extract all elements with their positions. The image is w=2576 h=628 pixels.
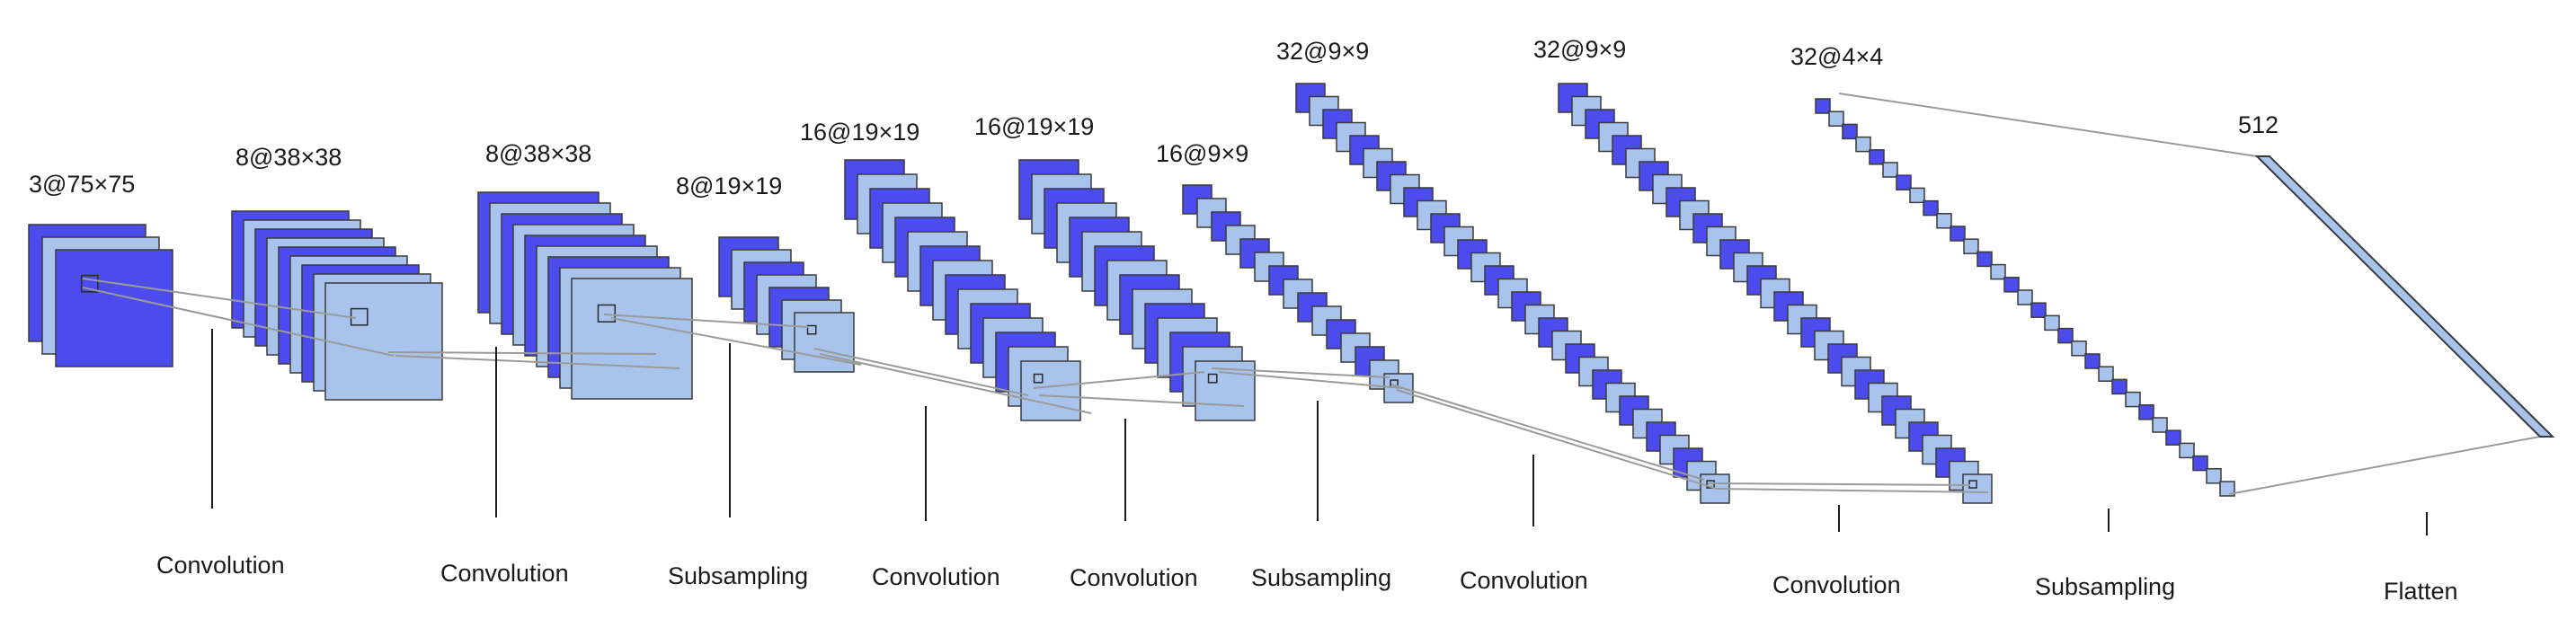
operation-label: Subsampling (1251, 564, 1391, 591)
feature-map (1923, 199, 1939, 217)
layer-dim-label: 8@19×19 (676, 172, 782, 199)
feature-map (2206, 468, 2222, 484)
connector-line (1838, 93, 2258, 157)
feature-map (1990, 263, 2006, 280)
layer-dim-label: 16@19×19 (974, 113, 1094, 140)
operation-label: Convolution (872, 563, 1000, 590)
connector-line (819, 353, 1092, 414)
operation-label: Convolution (440, 560, 569, 587)
feature-map (1976, 251, 1993, 268)
connector-line (610, 317, 862, 366)
feature-map (2125, 391, 2141, 408)
layer-dim-label: 8@38×38 (235, 144, 342, 171)
feature-map-front (324, 282, 443, 401)
feature-map (2071, 341, 2087, 357)
feature-map (1909, 187, 1925, 204)
feature-map (1815, 98, 1831, 114)
kernel-window (806, 324, 817, 335)
feature-map (2152, 417, 2168, 433)
feature-map (2057, 327, 2074, 344)
dense-layer (2254, 155, 2555, 438)
feature-map (2017, 289, 2033, 305)
operation-label: Convolution (1460, 567, 1588, 594)
feature-map-stack (844, 159, 1081, 421)
connector-line (603, 314, 810, 328)
feature-map-stack (231, 210, 443, 401)
feature-map (1936, 213, 1952, 229)
feature-map-stack (1182, 184, 1414, 403)
connector-line (1218, 371, 1403, 389)
connector-line (2228, 436, 2541, 495)
layer-dim-label: 16@9×9 (1156, 140, 1248, 167)
feature-map (1896, 174, 1912, 190)
connector-line (387, 351, 657, 355)
feature-map-stacks (28, 83, 2235, 504)
kernel-window (80, 274, 99, 293)
feature-map (2098, 366, 2114, 382)
feature-map-stack (1018, 159, 1256, 421)
feature-map (1882, 162, 1898, 178)
feature-map (2179, 442, 2195, 459)
connector-lines (82, 93, 2541, 495)
operation-label: Convolution (1070, 564, 1198, 591)
operation-label: Subsampling (2035, 573, 2175, 600)
connector-line (82, 278, 357, 319)
feature-map (2111, 378, 2127, 395)
feature-map (1950, 226, 1966, 242)
feature-map (2003, 277, 2020, 293)
feature-map-front (571, 278, 693, 400)
feature-map (2030, 302, 2047, 318)
feature-map-stack (1558, 83, 1993, 504)
layer-dim-label: 32@9×9 (1533, 36, 1626, 63)
connector-line (1033, 371, 1205, 389)
feature-map (1869, 149, 1885, 165)
kernel-window (1033, 373, 1044, 384)
feature-map-front (1020, 360, 1081, 421)
feature-map (2084, 353, 2101, 369)
feature-map (2165, 429, 2181, 446)
feature-map-front (1195, 360, 1256, 421)
feature-map-stack (1295, 83, 1730, 504)
connector-line (1038, 394, 1245, 407)
feature-map-front (1962, 473, 1993, 504)
feature-map (1963, 238, 1979, 254)
flatten-dense-vector (2254, 155, 2555, 438)
operation-label: Subsampling (668, 562, 808, 589)
feature-map-stack (1815, 98, 2235, 497)
layer-dim-label: 512 (2238, 111, 2278, 138)
operation-label: Convolution (1772, 571, 1901, 598)
feature-map (1828, 111, 1844, 127)
connector-line (1716, 488, 1989, 493)
feature-map (1842, 123, 1858, 140)
connector-line (813, 348, 1029, 396)
operation-label: Flatten (2384, 578, 2458, 605)
operation-ticks (211, 329, 2428, 535)
connector-line (1211, 367, 1390, 378)
layer-dim-label: 32@4×4 (1790, 43, 1883, 70)
layer-dim-label: 16@19×19 (800, 119, 919, 146)
layer-dim-label: 8@38×38 (485, 140, 591, 167)
kernel-window (597, 304, 616, 323)
connector-line (395, 355, 680, 369)
layer-dim-label: 32@9×9 (1276, 38, 1369, 65)
kernel-window (1207, 373, 1218, 384)
feature-map (2138, 404, 2154, 420)
operation-label: Convolution (156, 552, 285, 579)
feature-map-front (794, 312, 855, 373)
feature-map (2044, 314, 2060, 332)
connector-line (82, 287, 395, 357)
feature-map (2192, 455, 2208, 472)
feature-map (1855, 136, 1871, 153)
feature-map-front (55, 249, 173, 367)
connector-line (1707, 482, 1971, 486)
feature-map-stack (718, 236, 855, 373)
feature-map-stack (28, 224, 173, 367)
feature-map-front (2219, 481, 2235, 497)
layer-dim-label: 3@75×75 (29, 171, 135, 198)
connector-line (1396, 389, 1718, 490)
connector-line (1390, 384, 1705, 481)
